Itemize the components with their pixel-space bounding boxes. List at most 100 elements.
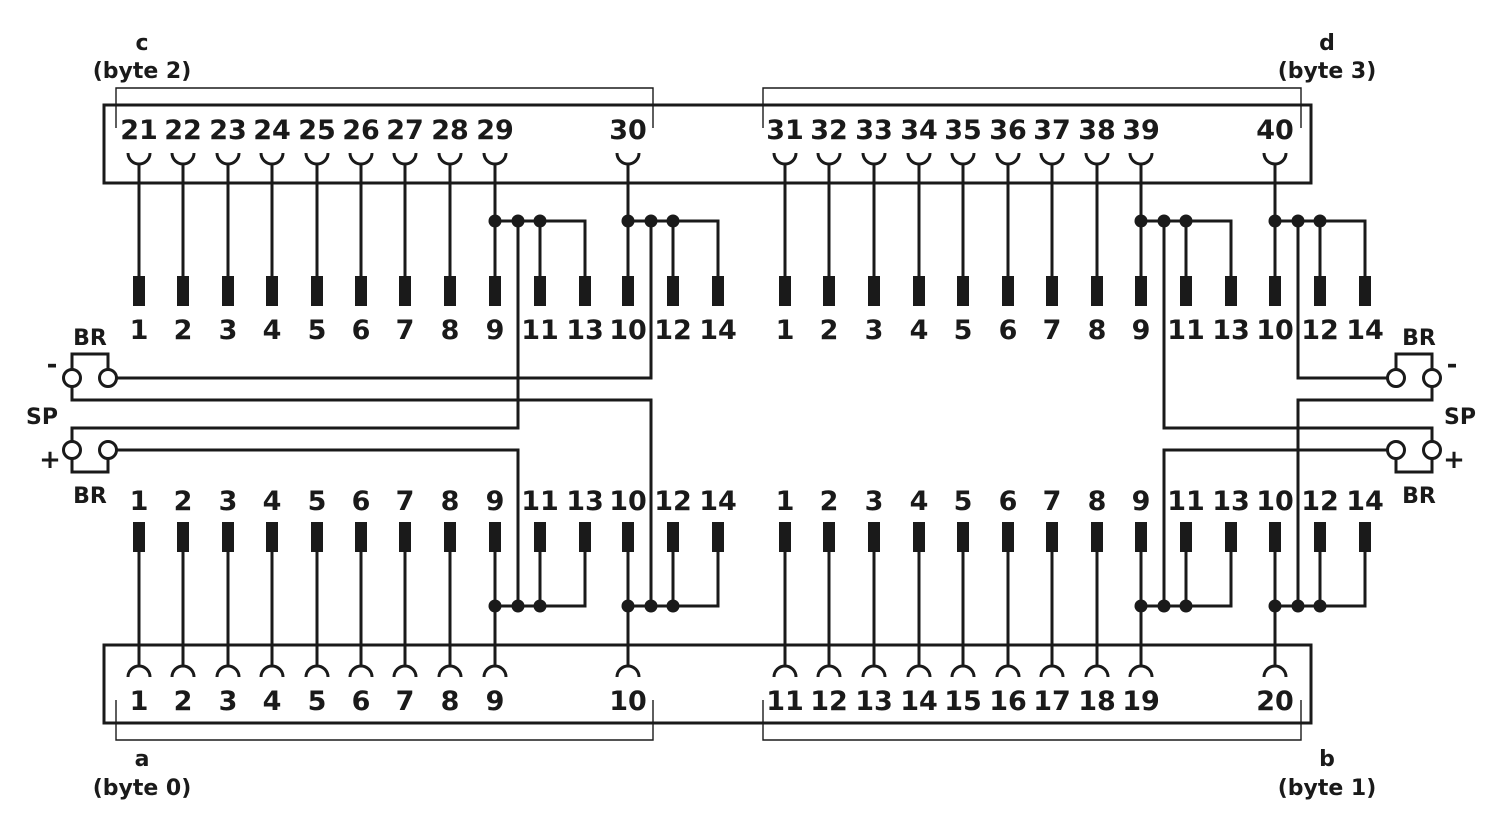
- bottom-terminal-number: 1: [130, 486, 149, 517]
- junction-dot: [511, 214, 525, 228]
- bottom-pin-hook: [1262, 664, 1288, 678]
- bottom-pin-number: 18: [1078, 686, 1116, 717]
- connector-d-label: d: [1319, 31, 1335, 56]
- top-pin-hook: [950, 152, 976, 166]
- top-pin-hook: [170, 152, 196, 166]
- bottom-pin-hook: [215, 664, 241, 678]
- junction-dot: [1157, 599, 1171, 613]
- top-terminal-number: 6: [999, 315, 1018, 346]
- top-pin-hook: [615, 152, 641, 166]
- top-terminal-number: 13: [1212, 315, 1250, 346]
- bottom-terminal-number: 2: [174, 486, 193, 517]
- top-terminal-block: [1180, 276, 1192, 306]
- top-terminal-number: 13: [566, 315, 604, 346]
- bottom-pin-hook: [995, 664, 1021, 678]
- top-terminal-block: [1314, 276, 1326, 306]
- bottom-terminal-block: [712, 522, 724, 552]
- junction-dot: [488, 214, 502, 228]
- bottom-pin-hook: [482, 664, 508, 678]
- bottom-terminal-number: 3: [219, 486, 238, 517]
- bottom-terminal-block: [177, 522, 189, 552]
- top-pin-number: 24: [253, 115, 291, 146]
- top-terminal-block: [1225, 276, 1237, 306]
- connector-a-byte-label: (byte 0): [93, 776, 192, 801]
- top-terminal-number: 5: [954, 315, 973, 346]
- bottom-terminal-number: 5: [954, 486, 973, 517]
- supply-label-left: SP: [26, 405, 58, 430]
- top-terminal-number: 10: [1256, 315, 1294, 346]
- top-terminal-number: 14: [1346, 315, 1384, 346]
- bottom-terminal-block: [444, 522, 456, 552]
- bridge-label-left-bottom: BR: [73, 484, 107, 509]
- bottom-connector-body: [102, 643, 1313, 725]
- top-terminal-block: [579, 276, 591, 306]
- bottom-terminal-number: 4: [263, 486, 282, 517]
- bottom-pin-hook: [348, 664, 374, 678]
- top-pin-number: 40: [1256, 115, 1294, 146]
- top-terminal-block: [779, 276, 791, 306]
- junction-dot: [1134, 214, 1148, 228]
- bottom-pin-number: 17: [1033, 686, 1071, 717]
- bottom-terminal-number: 5: [308, 486, 327, 517]
- top-pin-hook: [1128, 152, 1154, 166]
- plus-sign-right: +: [1443, 445, 1465, 475]
- top-terminal-number: 11: [1167, 315, 1205, 346]
- top-pin-hook: [437, 152, 463, 166]
- bottom-terminal-number: 6: [352, 486, 371, 517]
- top-pin-number: 22: [164, 115, 202, 146]
- connector-a-label: a: [135, 747, 150, 772]
- top-pin-hook: [816, 152, 842, 166]
- top-pin-hook: [304, 152, 330, 166]
- bottom-terminal-block: [489, 522, 501, 552]
- bottom-terminal-block: [1002, 522, 1014, 552]
- top-terminal-number: 7: [396, 315, 415, 346]
- top-pin-number: 23: [209, 115, 247, 146]
- top-terminal-block: [399, 276, 411, 306]
- top-pin-hook: [861, 152, 887, 166]
- top-terminal-number: 9: [1132, 315, 1151, 346]
- bridge-loop-right-minus: [1394, 352, 1434, 371]
- supply-terminal-circle: [98, 440, 118, 460]
- top-terminal-block: [1002, 276, 1014, 306]
- top-terminal-number: 5: [308, 315, 327, 346]
- bottom-pin-hook: [259, 664, 285, 678]
- top-terminal-number: 2: [820, 315, 839, 346]
- top-terminal-block: [1046, 276, 1058, 306]
- bottom-pin-hook: [170, 664, 196, 678]
- bottom-pin-number: 19: [1122, 686, 1160, 717]
- top-pin-number: 25: [298, 115, 336, 146]
- top-terminal-number: 1: [130, 315, 149, 346]
- top-terminal-number: 8: [441, 315, 460, 346]
- top-pin-number: 27: [386, 115, 424, 146]
- junction-dot: [1157, 214, 1171, 228]
- bottom-pin-hook: [816, 664, 842, 678]
- supply-wire-left-minus-bridge: [108, 221, 653, 380]
- bottom-terminal-block: [913, 522, 925, 552]
- top-terminal-block: [823, 276, 835, 306]
- bottom-terminal-block: [1314, 522, 1326, 552]
- top-group-bus: [1141, 219, 1233, 276]
- top-group-bus: [628, 219, 720, 276]
- bracket-byte-0: [115, 700, 654, 741]
- top-terminal-number: 10: [609, 315, 647, 346]
- bottom-terminal-block: [1135, 522, 1147, 552]
- bottom-terminal-number: 7: [1043, 486, 1062, 517]
- top-terminal-block: [222, 276, 234, 306]
- bottom-pin-number: 12: [810, 686, 848, 717]
- top-pin-number: 38: [1078, 115, 1116, 146]
- bottom-terminal-block: [266, 522, 278, 552]
- top-terminal-block: [622, 276, 634, 306]
- junction-dot: [511, 599, 525, 613]
- bottom-terminal-block: [222, 522, 234, 552]
- top-pin-number: 37: [1033, 115, 1071, 146]
- bottom-terminal-block: [868, 522, 880, 552]
- top-pin-hook: [259, 152, 285, 166]
- bottom-terminal-number: 13: [1212, 486, 1250, 517]
- junction-dot: [1179, 214, 1193, 228]
- bottom-terminal-number: 14: [699, 486, 737, 517]
- top-terminal-number: 4: [263, 315, 282, 346]
- bottom-terminal-number: 12: [654, 486, 692, 517]
- bottom-terminal-block: [1359, 522, 1371, 552]
- supply-wire-right-minus-bridge: [1296, 221, 1396, 380]
- top-terminal-block: [712, 276, 724, 306]
